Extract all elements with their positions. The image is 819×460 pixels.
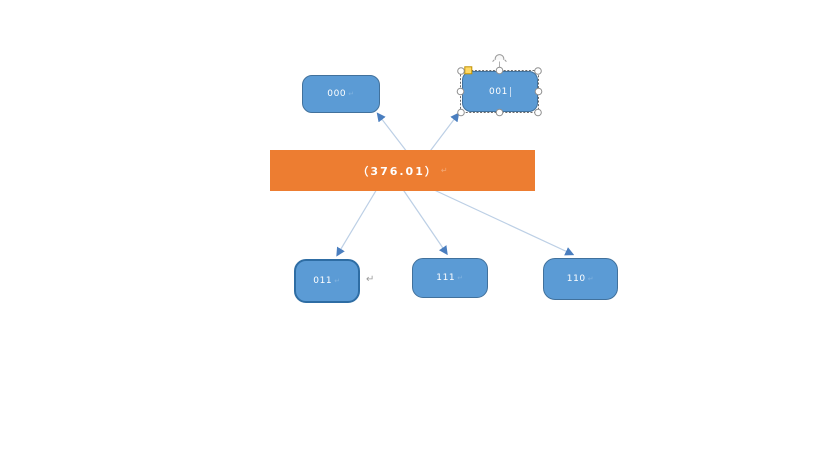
node-000[interactable]: 000 ↵ [302, 75, 380, 113]
node-110[interactable]: 110 ↵ [543, 258, 618, 300]
node-111-end-mark: ↵ [457, 274, 464, 282]
node-001-label: 001 [489, 86, 508, 97]
resize-handle-nw[interactable] [457, 67, 465, 75]
paragraph-return-mark: ↵ [366, 274, 375, 285]
root-bar-label: （376.01） [357, 164, 438, 178]
resize-handle-e[interactable] [534, 87, 543, 96]
resize-handle-ne[interactable] [534, 67, 542, 75]
text-cursor [509, 86, 511, 97]
node-011-end-mark: ↵ [334, 277, 341, 285]
node-111-label: 111 [436, 273, 456, 283]
resize-handle-s[interactable] [495, 108, 504, 117]
node-110-end-mark: ↵ [587, 275, 595, 283]
node-000-label: 000 [327, 89, 347, 99]
resize-handle-w[interactable] [456, 87, 465, 96]
root-bar-end-mark: ↵ [440, 166, 448, 175]
node-011-label: 011 [313, 276, 333, 286]
resize-handle-n[interactable] [495, 66, 504, 75]
resize-handle-se[interactable] [534, 108, 542, 117]
resize-handle-sw[interactable] [457, 108, 465, 117]
root-bar[interactable]: （376.01） ↵ [270, 150, 535, 191]
adjust-handle[interactable] [464, 66, 473, 75]
node-000-end-mark: ↵ [348, 90, 355, 98]
rotate-handle[interactable] [492, 54, 507, 68]
node-110-label: 110 [566, 274, 586, 284]
node-011[interactable]: 011 ↵ [294, 259, 360, 303]
node-111[interactable]: 111 ↵ [412, 258, 488, 298]
